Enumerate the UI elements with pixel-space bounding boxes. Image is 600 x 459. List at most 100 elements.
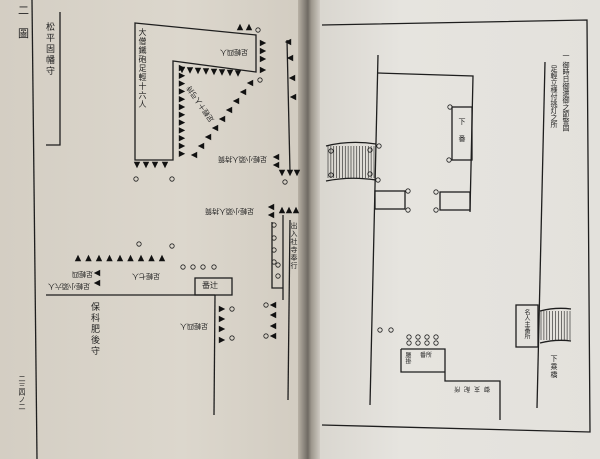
guard-house-box bbox=[515, 304, 539, 348]
soldier-marker-icon bbox=[239, 88, 247, 96]
lantern-marker-icon bbox=[169, 176, 175, 182]
soldier-marker-icon bbox=[178, 142, 186, 150]
soldier-marker-icon bbox=[197, 142, 205, 150]
lord-label-2: 保科肥後守 bbox=[89, 302, 99, 357]
soldier-marker-icon bbox=[289, 93, 297, 101]
lord1-bracket bbox=[46, 12, 61, 146]
soldier-marker-icon bbox=[178, 111, 186, 118]
lantern-marker-icon bbox=[169, 243, 175, 249]
soldier-marker-icon bbox=[178, 88, 186, 95]
soldier-marker-icon bbox=[288, 74, 296, 82]
moat-line-left bbox=[369, 54, 379, 406]
soldier-marker-icon bbox=[178, 64, 186, 72]
soldier-marker-icon bbox=[178, 135, 186, 142]
left-margin-line bbox=[31, 0, 38, 459]
soldier-marker-icon bbox=[269, 322, 277, 330]
soldier-marker-icon bbox=[194, 67, 202, 75]
lantern-marker-icon bbox=[271, 235, 277, 241]
soldier-marker-icon bbox=[232, 97, 240, 105]
lantern-marker-icon bbox=[367, 147, 373, 153]
left-page bbox=[0, 0, 305, 459]
lantern-marker-icon bbox=[433, 207, 439, 213]
bench-outline-lower bbox=[400, 349, 445, 373]
soldier-marker-icon bbox=[178, 103, 186, 111]
soldier-marker-icon bbox=[178, 80, 186, 87]
lantern-marker-icon bbox=[271, 247, 277, 253]
soldier-marker-icon bbox=[234, 70, 242, 77]
lantern-marker-icon bbox=[406, 334, 412, 340]
lantern-marker-icon bbox=[405, 188, 411, 194]
soldier-marker-icon bbox=[269, 332, 277, 340]
soldier-marker-icon bbox=[106, 254, 113, 262]
lantern-marker-icon bbox=[229, 306, 235, 312]
soldier-marker-icon bbox=[202, 68, 210, 75]
guard-house-label: 名人主番所 bbox=[523, 309, 530, 339]
lantern-marker-icon bbox=[211, 264, 217, 270]
guard-label: 番所 bbox=[420, 352, 433, 359]
soldier-marker-icon bbox=[225, 106, 233, 114]
lantern-marker-icon bbox=[447, 104, 453, 110]
soldier-marker-icon bbox=[218, 315, 226, 323]
soldier-marker-icon bbox=[286, 169, 294, 177]
magistrate-office-label: 御支配所 bbox=[450, 385, 491, 392]
soldier-marker-icon bbox=[226, 69, 234, 77]
soldier-marker-icon bbox=[236, 23, 244, 31]
guard-box-outline bbox=[194, 277, 233, 296]
soldier-marker-icon bbox=[259, 39, 267, 47]
bench-label: 腰掛 bbox=[404, 352, 411, 364]
soldier-marker-icon bbox=[93, 269, 101, 277]
lantern-marker-icon bbox=[415, 340, 421, 346]
soldier-marker-icon bbox=[178, 96, 186, 103]
moat-line-right bbox=[536, 61, 546, 409]
lantern-marker-icon bbox=[415, 334, 421, 340]
street-line-vertical bbox=[213, 294, 216, 416]
soldier-marker-icon bbox=[278, 169, 286, 177]
lantern-marker-icon bbox=[424, 334, 430, 340]
soldier-marker-icon bbox=[142, 161, 150, 169]
soldier-marker-icon bbox=[269, 301, 277, 309]
lantern-marker-icon bbox=[328, 148, 334, 154]
soldier-marker-icon bbox=[93, 279, 101, 287]
magistrate-box-left bbox=[271, 222, 283, 289]
figure-title-line-2: 足輕立様付挑灯之所 bbox=[550, 65, 558, 128]
lantern-marker-icon bbox=[136, 241, 142, 247]
group-four-bottom-label: 足輕四人 bbox=[180, 322, 208, 330]
soldier-marker-icon bbox=[259, 66, 267, 74]
lantern-marker-icon bbox=[446, 157, 452, 163]
soldier-marker-icon bbox=[278, 206, 286, 214]
lower-guard-label: 下番 bbox=[458, 118, 466, 152]
lantern-marker-icon bbox=[133, 176, 139, 182]
chapter-mark: 二 bbox=[18, 4, 29, 17]
lantern-marker-icon bbox=[424, 340, 430, 346]
lantern-marker-icon bbox=[433, 334, 439, 340]
lantern-marker-icon bbox=[200, 264, 206, 270]
soldier-marker-icon bbox=[74, 254, 82, 262]
soldier-marker-icon bbox=[116, 254, 124, 262]
soldier-marker-icon bbox=[137, 254, 145, 262]
group-top-label: 足輕四人 bbox=[220, 48, 248, 56]
soldier-marker-icon bbox=[178, 150, 186, 157]
bridge-label: 下乘橋 bbox=[550, 355, 558, 379]
soldier-marker-icon bbox=[259, 47, 267, 55]
lantern-marker-icon bbox=[376, 143, 382, 149]
soldier-marker-icon bbox=[267, 211, 275, 219]
lantern-marker-icon bbox=[282, 179, 288, 185]
lantern-marker-icon bbox=[271, 222, 277, 228]
lantern-marker-icon bbox=[263, 333, 269, 339]
soldier-marker-icon bbox=[293, 169, 301, 177]
soldier-marker-icon bbox=[218, 115, 226, 123]
soldier-marker-icon bbox=[148, 254, 155, 262]
lantern-marker-icon bbox=[271, 259, 277, 265]
soldier-marker-icon bbox=[178, 72, 186, 79]
soldier-marker-icon bbox=[269, 311, 277, 319]
lantern-marker-icon bbox=[180, 264, 186, 270]
lantern-marker-icon bbox=[328, 172, 334, 178]
soldier-marker-icon bbox=[259, 55, 267, 63]
bench-outline bbox=[401, 348, 501, 420]
soldier-marker-icon bbox=[210, 68, 218, 76]
figure-title-line-1: 一 御時日御還御之節警固 bbox=[562, 52, 570, 132]
soldier-marker-icon bbox=[218, 305, 226, 313]
soldier-marker-icon bbox=[161, 161, 169, 169]
soldier-marker-icon bbox=[272, 153, 280, 161]
